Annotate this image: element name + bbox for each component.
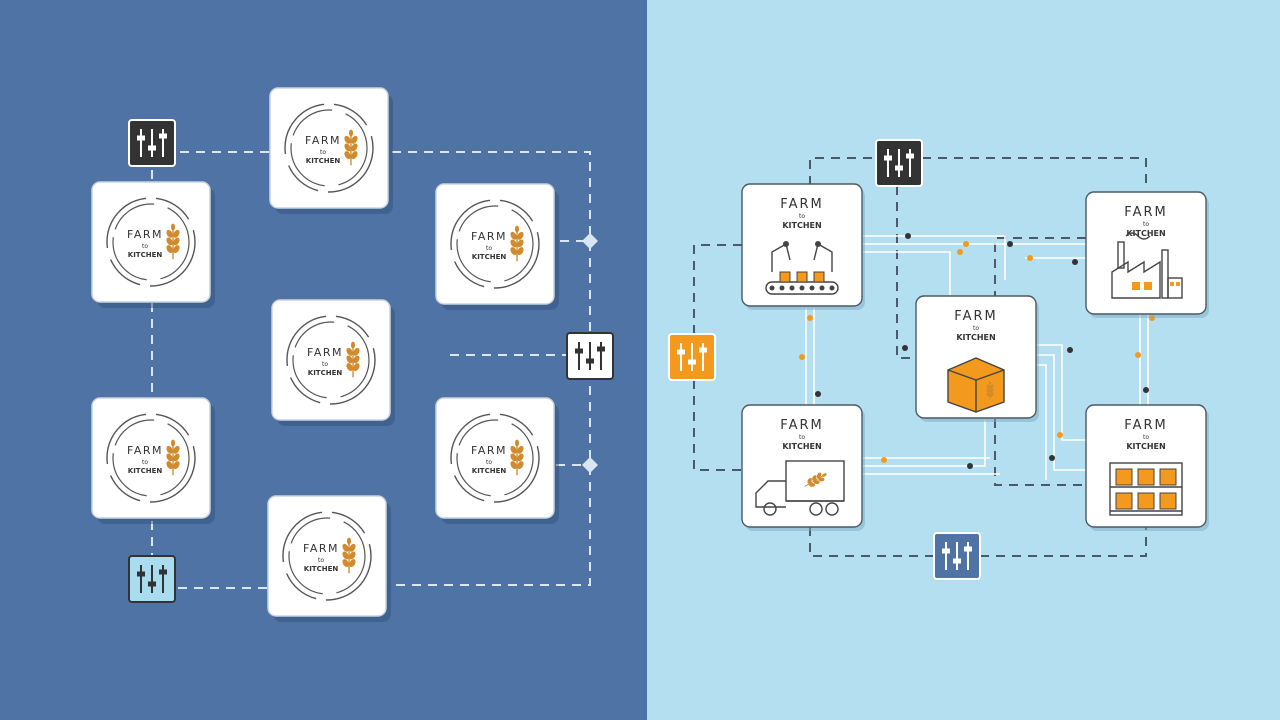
farm-text: FARM (127, 444, 163, 457)
to-text: to (318, 557, 324, 564)
delivery-truck-icon (755, 460, 845, 516)
to-text: to (799, 434, 805, 441)
kitchen-text: KITCHEN (472, 467, 507, 475)
badge-ring (284, 103, 374, 193)
mixer-icon-blue (933, 532, 981, 580)
farm-text: FARM (471, 444, 507, 457)
kitchen-text: KITCHEN (782, 442, 821, 451)
mixer-icon-white (566, 332, 614, 380)
farm-text: FARM (307, 346, 343, 359)
right-data-lines (805, 235, 1149, 480)
kitchen-text: KITCHEN (782, 221, 821, 230)
to-text: to (1143, 434, 1149, 441)
warehouse-shelf-icon (1109, 462, 1183, 516)
badge-ring (450, 199, 540, 289)
to-text: to (799, 213, 805, 220)
farm-text: FARM (1124, 205, 1167, 220)
badge-ring (282, 511, 372, 601)
package-box-icon (947, 357, 1005, 413)
farm-text: FARM (127, 228, 163, 241)
farm-text: FARM (471, 230, 507, 243)
robot-arm-conveyor-icon (765, 241, 839, 295)
to-text: to (1143, 221, 1149, 228)
farm-text: FARM (780, 418, 823, 433)
kitchen-text: KITCHEN (308, 369, 343, 377)
badge-ring (106, 413, 196, 503)
badge-ring (106, 197, 196, 287)
left-connector-nodes (582, 233, 598, 473)
factory-icon (1111, 232, 1183, 299)
kitchen-text: KITCHEN (304, 565, 339, 573)
to-text: to (486, 459, 492, 466)
kitchen-text: KITCHEN (1126, 229, 1165, 238)
to-text: to (486, 245, 492, 252)
mixer-icon-dark (128, 119, 176, 167)
mixer-icon-light (128, 555, 176, 603)
to-text: to (320, 149, 326, 156)
kitchen-text: KITCHEN (128, 467, 163, 475)
farm-text: FARM (780, 197, 823, 212)
kitchen-text: KITCHEN (128, 251, 163, 259)
mixer-icon-orange (668, 333, 716, 381)
farm-text: FARM (954, 309, 997, 324)
farm-text: FARM (305, 134, 341, 147)
to-text: to (142, 243, 148, 250)
farm-text: FARM (1124, 418, 1167, 433)
mixer-icon-dark-top (875, 139, 923, 187)
farm-text: FARM (303, 542, 339, 555)
kitchen-text: KITCHEN (1126, 442, 1165, 451)
to-text: to (973, 325, 979, 332)
badge-ring (450, 413, 540, 503)
to-text: to (142, 459, 148, 466)
kitchen-text: KITCHEN (956, 333, 995, 342)
kitchen-text: KITCHEN (306, 157, 341, 165)
to-text: to (322, 361, 328, 368)
badge-ring (286, 315, 376, 405)
kitchen-text: KITCHEN (472, 253, 507, 261)
